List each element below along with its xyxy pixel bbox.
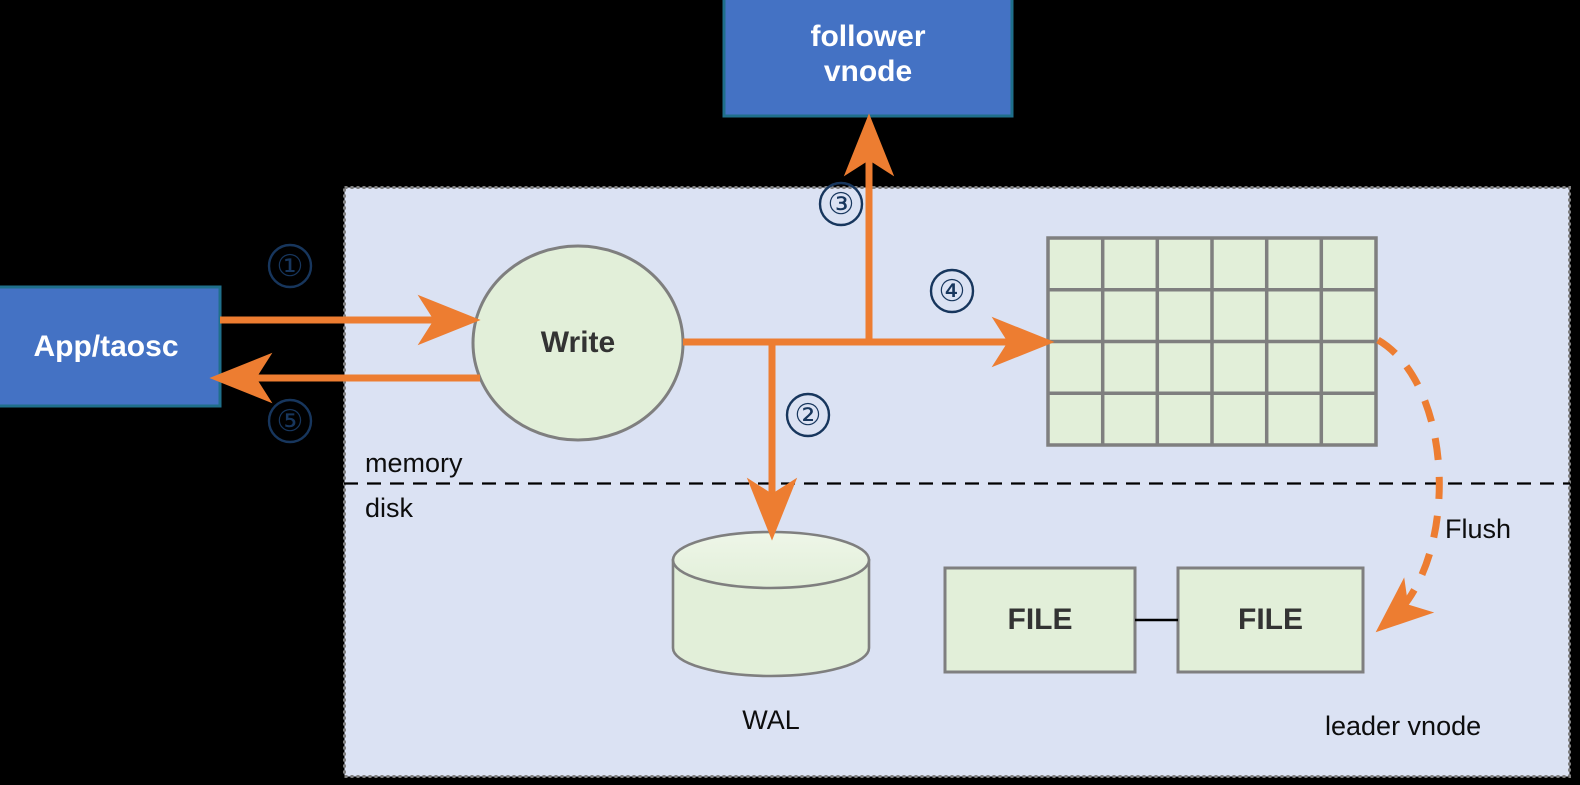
file-box-1[interactable]	[943, 566, 1137, 674]
step-1-circle	[267, 243, 313, 289]
step-4-circle	[929, 268, 975, 314]
step-2-circle	[785, 392, 831, 438]
wal-cylinder[interactable]	[671, 530, 871, 678]
edge-flush-dashed	[1375, 336, 1443, 633]
file-box-2[interactable]	[1176, 566, 1365, 674]
step-5-circle	[267, 398, 313, 444]
memtable-grid[interactable]	[1046, 236, 1378, 447]
follower-vnode-box[interactable]	[722, 0, 1014, 118]
app-taosc-box[interactable]	[0, 285, 222, 408]
write-node-ellipse[interactable]	[471, 244, 685, 442]
step-3-circle	[818, 181, 864, 227]
